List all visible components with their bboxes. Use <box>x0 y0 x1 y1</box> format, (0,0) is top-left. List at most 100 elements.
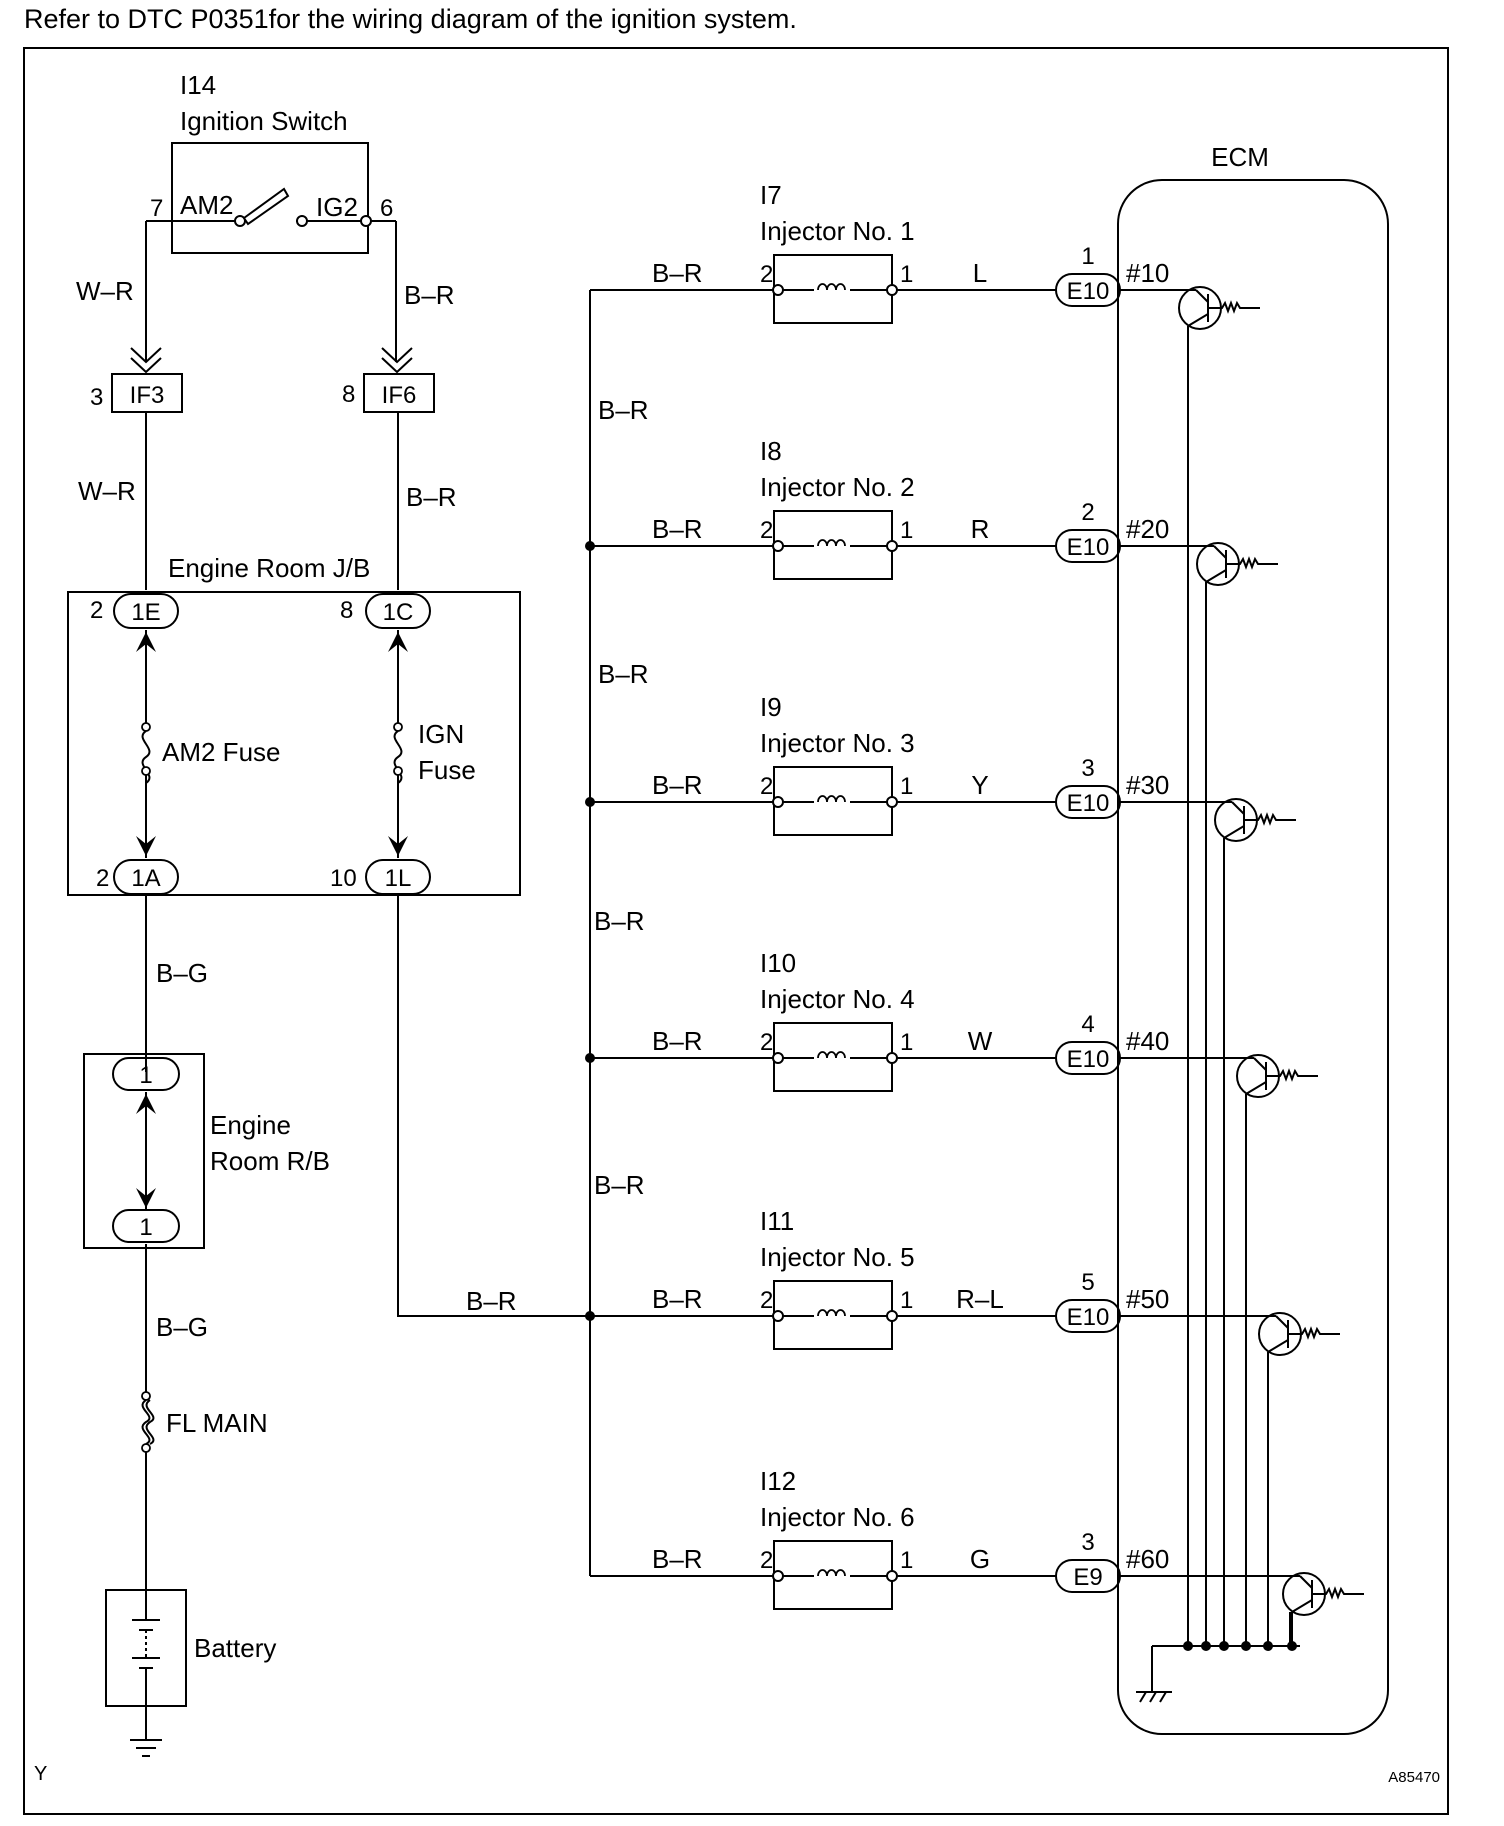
transistor-collector <box>1213 545 1227 559</box>
connector-if3-pin: 3 <box>90 384 103 411</box>
wire-label-wr-1: W–R <box>76 276 134 306</box>
injector-name: Injector No. 2 <box>760 472 915 502</box>
ecm-terminal-label: #30 <box>1126 770 1169 800</box>
pin-ig2: 6 <box>380 195 393 222</box>
ecm-connector-pin: 3 <box>1081 755 1094 782</box>
ign-fuse-label-1: IGN <box>418 719 464 749</box>
bus-label-3: B–R <box>594 906 645 936</box>
transistor-emitter <box>1205 569 1227 583</box>
injector-wire-label-in: B–R <box>652 1544 703 1574</box>
injector-terminal-in <box>772 284 784 296</box>
ground-icon <box>130 1739 162 1757</box>
connector-1a-pin: 2 <box>96 865 109 892</box>
injector-pin-out: 1 <box>900 773 913 800</box>
injector-wire-label-in: B–R <box>652 1284 703 1314</box>
connector-1e-name: 1E <box>131 599 160 626</box>
ecm-terminal-label: #20 <box>1126 514 1169 544</box>
ignition-switch: I14 Ignition Switch 7 AM2 IG2 6 <box>146 70 396 254</box>
injector-terminal-out <box>886 796 898 808</box>
wire-label-bg-1: B–G <box>156 958 208 988</box>
injector-name: Injector No. 5 <box>760 1242 915 1272</box>
injector-terminal-out <box>886 1052 898 1064</box>
injector-terminal-out <box>886 1570 898 1582</box>
transistor-resistor-icon <box>1226 556 1278 570</box>
injector-pin-out: 1 <box>900 261 913 288</box>
injector-coil-icon <box>817 539 846 547</box>
transistor-collector <box>1275 1315 1289 1329</box>
pin-am2: 7 <box>150 195 163 222</box>
ecm-terminal-label: #50 <box>1126 1284 1169 1314</box>
plug-arrow-icon <box>130 347 162 374</box>
transistor-emitter <box>1291 1599 1313 1613</box>
transistor-emitter <box>1223 825 1245 839</box>
wire-label-bg-2: B–G <box>156 1312 208 1342</box>
ig2-terminal-label: IG2 <box>316 192 358 222</box>
injector-coil-icon <box>817 795 846 803</box>
injector-wire-color: Y <box>971 770 988 800</box>
bus-label-4: B–R <box>594 1170 645 1200</box>
ecm-connector-name: E9 <box>1073 1564 1102 1591</box>
ecm-connector-pin: 5 <box>1081 1269 1094 1296</box>
injector-terminal-out <box>886 540 898 552</box>
rb-title-2: Room R/B <box>210 1146 330 1176</box>
battery: Battery <box>105 1589 276 1707</box>
figure-code: A85470 <box>1388 1769 1440 1786</box>
injector-id: I7 <box>760 180 782 210</box>
injector-terminal-in <box>772 1052 784 1064</box>
rb-title-1: Engine <box>210 1110 291 1140</box>
ign-fuse-icon <box>393 730 403 784</box>
injector-wire-color: R–L <box>956 1284 1004 1314</box>
injector-pin-in: 2 <box>760 1287 773 1314</box>
ecm-connector-pin: 3 <box>1081 1529 1094 1556</box>
injector-coil-icon <box>817 1051 846 1059</box>
battery-label: Battery <box>194 1633 276 1663</box>
ignition-switch-id: I14 <box>180 70 216 100</box>
am2-fuse-label: AM2 Fuse <box>162 737 281 767</box>
wire-label-br-2: B–R <box>406 482 457 512</box>
injector-pin-out: 1 <box>900 1547 913 1574</box>
injector-wire-color: L <box>973 258 987 288</box>
ecm-connector-pin: 1 <box>1081 243 1094 270</box>
ecm-driver-6: #60 <box>1120 1544 1364 1651</box>
injector-pin-in: 2 <box>760 261 773 288</box>
injector-pin-out: 1 <box>900 1287 913 1314</box>
transistor-collector <box>1231 801 1245 815</box>
injector-pin-out: 1 <box>900 517 913 544</box>
injector-name: Injector No. 3 <box>760 728 915 758</box>
transistor-resistor-icon <box>1312 1586 1364 1600</box>
injector-wire-color: G <box>970 1544 990 1574</box>
connector-1a-name: 1A <box>131 865 160 892</box>
reference-note: Refer to DTC P0351for the wiring diagram… <box>24 4 797 34</box>
transistor-collector <box>1253 1057 1267 1071</box>
connector-1l-pin: 10 <box>330 865 357 892</box>
injector-pin-in: 2 <box>760 1029 773 1056</box>
ecm-connector-name: E10 <box>1067 1046 1110 1073</box>
transistor-emitter <box>1187 313 1209 327</box>
bus-label-1: B–R <box>598 395 649 425</box>
connector-1c-pin: 8 <box>340 597 353 624</box>
transistor-resistor-icon <box>1244 812 1296 826</box>
ecm-ground-icon <box>1136 1691 1172 1703</box>
injector-terminal-out <box>886 284 898 296</box>
connector-if6-name: IF6 <box>382 382 417 409</box>
wire-label-br-1: B–R <box>404 280 455 310</box>
ecm-connector-name: E10 <box>1067 534 1110 561</box>
injector-id: I10 <box>760 948 796 978</box>
injector-name: Injector No. 6 <box>760 1502 915 1532</box>
transistor-resistor-icon <box>1266 1068 1318 1082</box>
ecm-drivers: #10#20#30#40#50#60 <box>1120 258 1364 1651</box>
fl-main-fuse-icon <box>141 1399 151 1445</box>
injector-wire-label-in: B–R <box>652 514 703 544</box>
ecm-driver-2: #20 <box>1120 514 1278 1651</box>
bus-label-2: B–R <box>598 659 649 689</box>
engine-room-rb: 1 1 Engine Room R/B <box>83 1053 330 1249</box>
ecm-label: ECM <box>1211 142 1269 172</box>
ecm-connector-pin: 4 <box>1081 1011 1094 1038</box>
connector-if6-pin: 8 <box>342 381 355 408</box>
injector-wire-color: W <box>968 1026 993 1056</box>
injector-wire-label-in: B–R <box>652 770 703 800</box>
